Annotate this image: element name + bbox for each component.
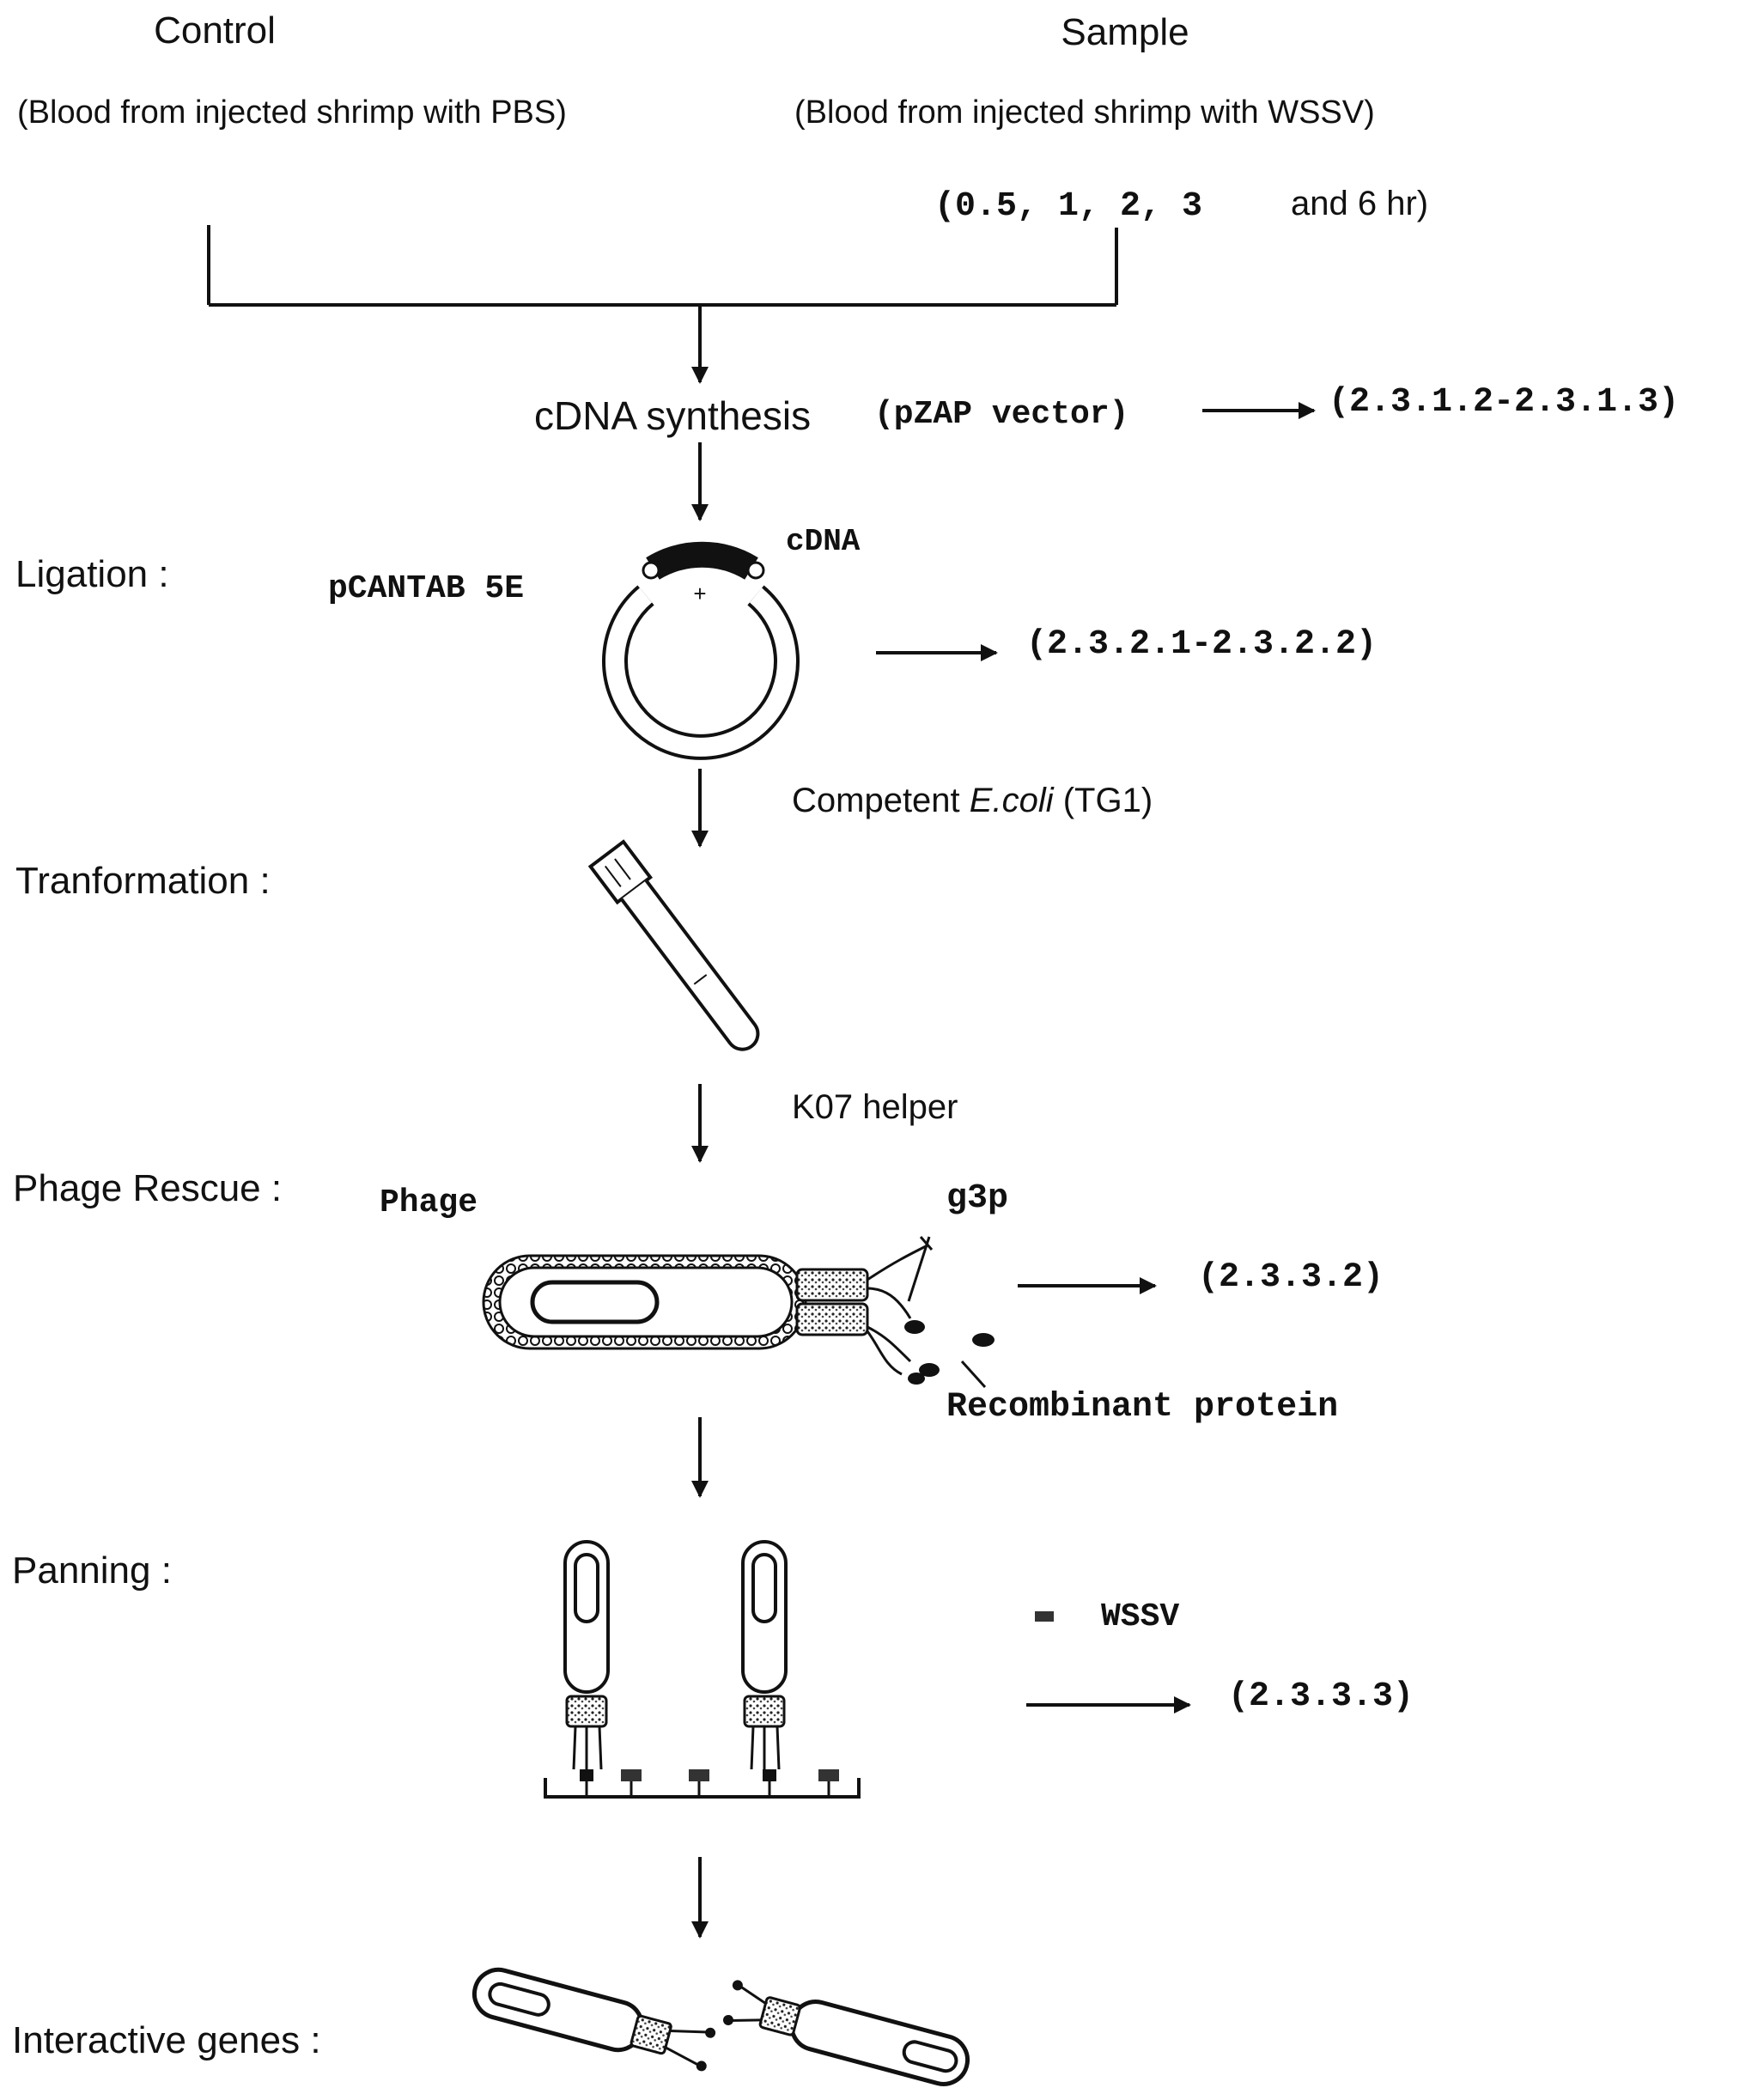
phage-icon (484, 1237, 995, 1387)
sample-subtitle: (Blood from injected shrimp with WSSV) (794, 94, 1375, 131)
timepoints-values: (0.5, 1, 2, 3 (934, 187, 1202, 226)
competent-species: E.coli (970, 782, 1055, 819)
control-subtitle: (Blood from injected shrimp with PBS) (17, 94, 567, 131)
g3p-protein-icon (797, 1269, 867, 1300)
competent-cell-label: Competent E.coli (TG1) (792, 782, 1153, 819)
wssv-label: WSSV (1101, 1598, 1179, 1635)
wssv-target-icon (621, 1769, 642, 1781)
cdna-synthesis-label: cDNA synthesis (534, 393, 811, 438)
timepoints-unit: and 6 hr) (1291, 185, 1428, 222)
ref-synthesis: (2.3.1.2-2.3.1.3) (1329, 383, 1679, 422)
interactive-genes-label: Interactive genes : (12, 2019, 321, 2061)
phage-label: Phage (380, 1184, 477, 1221)
bound-phage-icon-left (469, 1964, 717, 2074)
panning-well-icon (545, 1542, 859, 1797)
bound-phage-icon-right (721, 1979, 973, 2090)
sample-title: Sample (1061, 11, 1189, 53)
ref-rescue: (2.3.3.2) (1198, 1258, 1384, 1297)
merge-bracket (209, 225, 1116, 382)
wssv-legend-icon (1035, 1611, 1054, 1622)
recombinant-protein-icon (904, 1320, 925, 1334)
competent-suffix: (TG1) (1054, 782, 1153, 819)
recombinant-protein-label: Recombinant protein (946, 1388, 1338, 1427)
ref-panning: (2.3.3.3) (1228, 1677, 1414, 1716)
panning-label: Panning : (12, 1549, 172, 1592)
test-tube-icon (591, 842, 769, 1059)
g3p-label: g3p (946, 1179, 1008, 1218)
ligation-label: Ligation : (15, 553, 169, 595)
control-title: Control (154, 9, 276, 52)
svg-text:+: + (693, 581, 706, 606)
insert-label: cDNA (786, 524, 861, 559)
competent-prefix: Competent (792, 782, 970, 819)
plasmid-icon: + (615, 555, 787, 747)
pzap-vector-label: (pZAP vector) (874, 396, 1128, 433)
helper-phage-label: K07 helper (792, 1088, 958, 1126)
cdna-insert-icon (653, 555, 751, 569)
plasmid-name: pCANTAB 5E (328, 570, 524, 607)
ref-ligation: (2.3.2.1-2.3.2.2) (1026, 625, 1377, 664)
transformation-label: Tranformation : (15, 860, 271, 902)
phage-rescue-label: Phage Rescue : (13, 1167, 282, 1209)
